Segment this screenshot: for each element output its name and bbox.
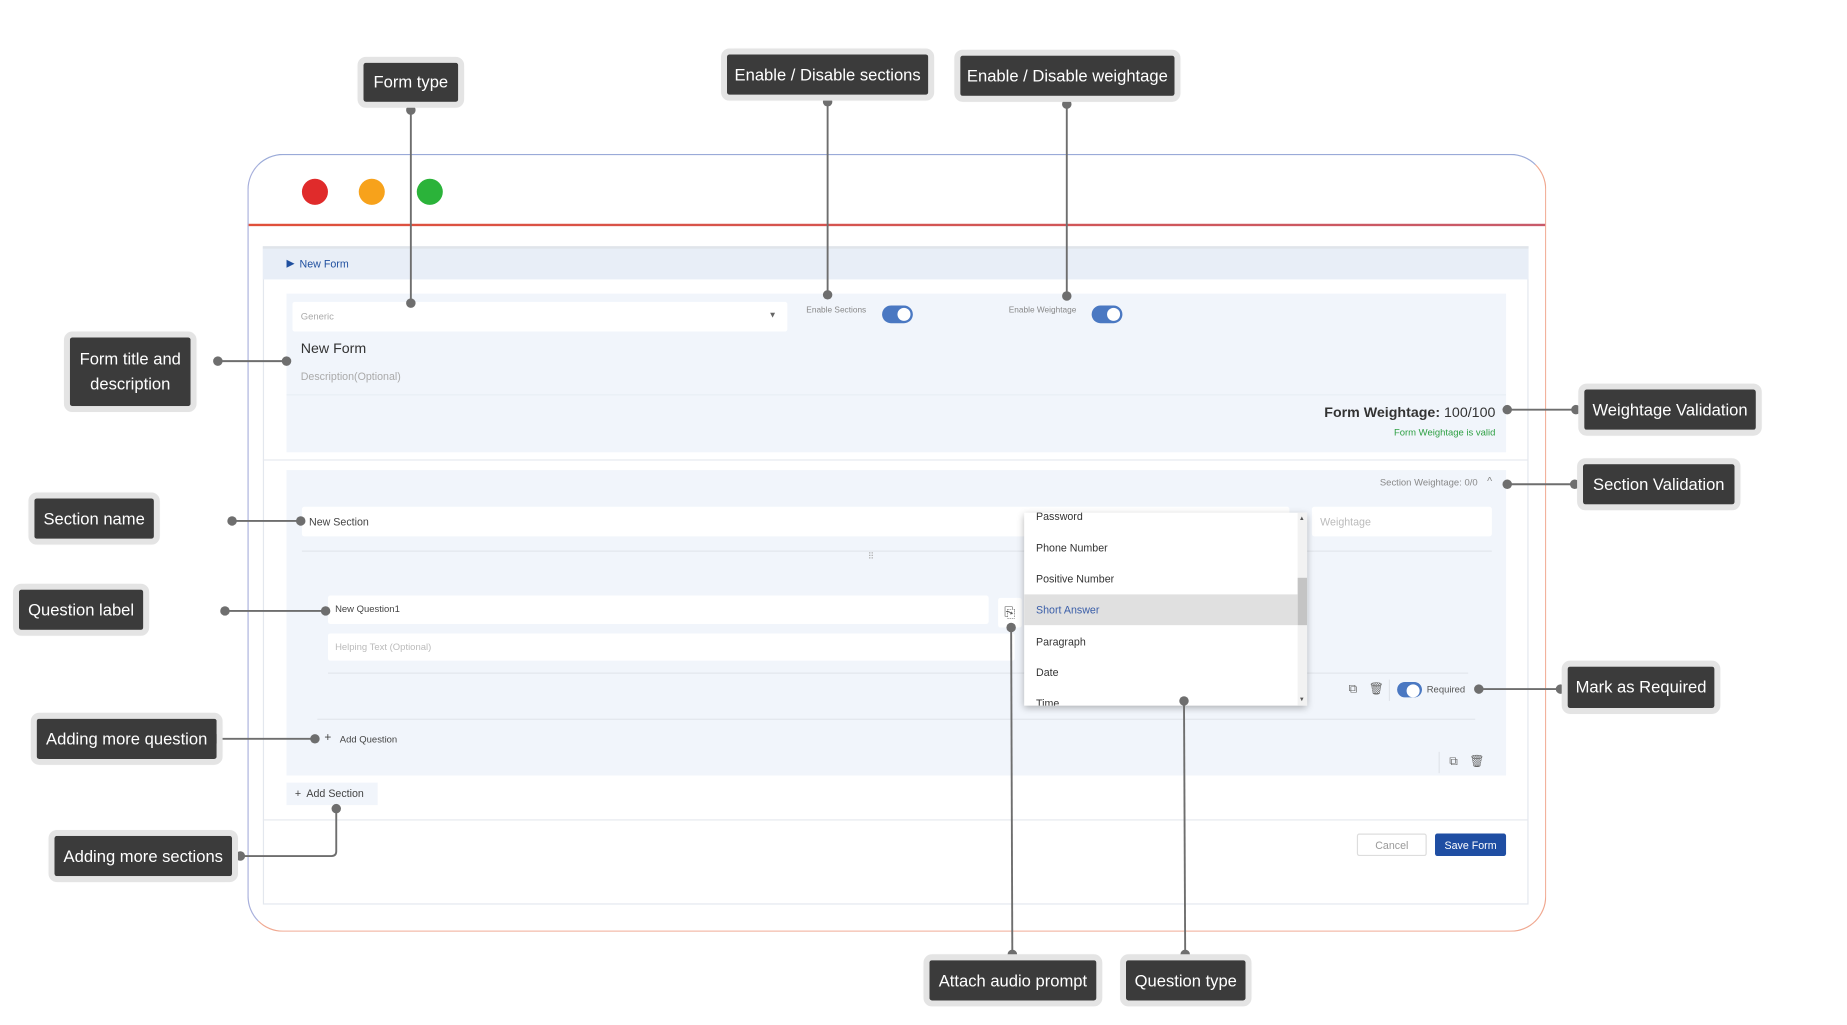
divider: [327, 672, 1469, 674]
weightage-placeholder: Weightage: [1320, 516, 1371, 529]
add-section-label: Add Section: [306, 787, 364, 800]
chevron-down-icon: ▼: [768, 311, 777, 320]
window-header-divider: [248, 223, 1546, 227]
section-name-value: New Section: [309, 516, 369, 529]
callout-enable-weightage: Enable / Disable weightage: [954, 49, 1181, 102]
enable-weightage-toggle[interactable]: [1091, 305, 1123, 324]
divider: [317, 718, 1476, 720]
option-phone-number[interactable]: Phone Number: [1036, 542, 1108, 555]
copy-section-icon[interactable]: ⧉: [1449, 755, 1458, 769]
scrollbar[interactable]: ▲ ▼: [1297, 512, 1308, 706]
option-paragraph[interactable]: Paragraph: [1036, 635, 1086, 648]
caret-right-icon[interactable]: ▶: [286, 256, 295, 269]
required-label: Required: [1426, 684, 1466, 696]
callout-add-question: Adding more question: [30, 712, 223, 765]
form-weightage-status: Form Weightage is valid: [1393, 427, 1496, 439]
divider: [262, 459, 1529, 461]
add-question-button[interactable]: Add Question: [339, 734, 398, 745]
drag-handle-icon[interactable]: ⠿: [867, 552, 874, 562]
enable-sections-toggle[interactable]: [882, 305, 913, 324]
divider: [1388, 679, 1391, 701]
enable-weightage-label: Enable Weightage: [1008, 306, 1077, 315]
option-time[interactable]: Time: [1036, 697, 1060, 706]
callout-form-type: Form type: [357, 56, 465, 108]
section-weightage-input[interactable]: Weightage: [1311, 506, 1492, 537]
option-short-answer[interactable]: Short Answer: [1024, 594, 1298, 626]
divider: [301, 550, 1492, 552]
form-type-select[interactable]: Generic ▼: [292, 301, 788, 332]
callout-mark-required: Mark as Required: [1561, 660, 1721, 714]
divider: [262, 819, 1529, 821]
delete-section-icon[interactable]: 🗑: [1469, 755, 1485, 769]
copy-icon[interactable]: ⧉: [1348, 683, 1358, 697]
add-section-button[interactable]: + Add Section: [286, 782, 378, 806]
option-positive-number[interactable]: Positive Number: [1036, 573, 1115, 585]
scrollbar-thumb[interactable]: [1297, 577, 1308, 626]
scroll-down-icon[interactable]: ▼: [1298, 696, 1305, 704]
form-weightage: Form Weightage: 100/100: [1324, 404, 1495, 421]
divider: [1438, 751, 1440, 774]
callout-form-title: Form title and description: [63, 331, 197, 413]
required-toggle[interactable]: [1397, 681, 1422, 698]
callout-enable-sections: Enable / Disable sections: [721, 48, 935, 101]
option-date[interactable]: Date: [1036, 666, 1059, 679]
helping-text-input[interactable]: Helping Text (Optional): [327, 633, 1015, 661]
maximize-window-button[interactable]: [416, 178, 443, 205]
plus-icon[interactable]: +: [324, 731, 332, 745]
plus-icon: +: [294, 787, 302, 800]
close-window-button[interactable]: [301, 178, 328, 205]
trash-icon[interactable]: 🗑: [1368, 683, 1384, 697]
save-form-button[interactable]: Save Form: [1435, 833, 1507, 857]
callout-add-sections: Adding more sections: [48, 829, 238, 883]
question-label-value: New Question1: [335, 603, 400, 615]
app-window: [247, 153, 1547, 932]
form-weightage-label: Form Weightage:: [1324, 403, 1441, 421]
option-password[interactable]: Password: [1036, 512, 1083, 523]
enable-sections-label: Enable Sections: [806, 306, 867, 315]
cancel-button[interactable]: Cancel: [1356, 833, 1427, 857]
callout-weightage-validation: Weightage Validation: [1578, 383, 1762, 436]
form-weightage-value: 100/100: [1444, 403, 1496, 421]
breadcrumb: [262, 246, 1529, 280]
question-label-input[interactable]: New Question1: [327, 595, 989, 624]
form-title-input[interactable]: New Form: [300, 339, 367, 357]
breadcrumb-new-form[interactable]: New Form: [299, 258, 349, 270]
callout-question-type: Question type: [1120, 954, 1252, 1007]
form-type-value: Generic: [300, 311, 334, 323]
helping-text-placeholder: Helping Text (Optional): [335, 641, 432, 653]
form-description-input[interactable]: Description(Optional): [300, 370, 401, 383]
minimize-window-button[interactable]: [358, 178, 385, 205]
callout-section-name: Section name: [28, 492, 160, 545]
scroll-up-icon[interactable]: ▲: [1298, 515, 1305, 523]
callout-question-label: Question label: [13, 583, 150, 636]
section-weightage: Section Weightage: 0/0: [1379, 477, 1478, 488]
callout-attach-audio: Attach audio prompt: [923, 954, 1103, 1007]
chevron-up-icon[interactable]: ^: [1487, 474, 1493, 487]
question-type-dropdown[interactable]: Password Phone Number Positive Number Sh…: [1024, 512, 1308, 706]
callout-section-validation: Section Validation: [1577, 458, 1741, 511]
attach-audio-icon[interactable]: ⎘: [998, 597, 1022, 628]
divider: [286, 394, 1507, 396]
